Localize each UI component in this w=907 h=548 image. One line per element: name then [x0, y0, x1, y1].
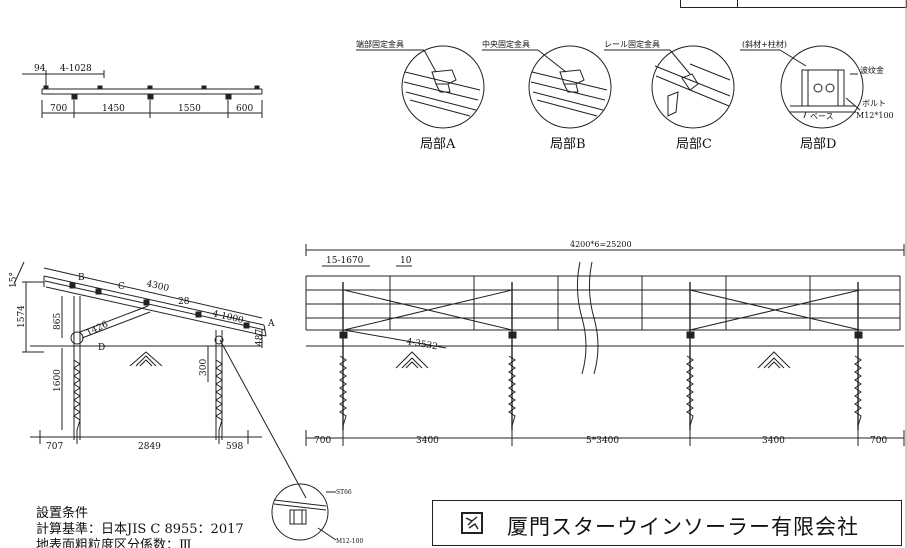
side-dim-4-1000: 4-1000 [211, 309, 244, 326]
front-overall-dim: 4200*6=25200 [570, 240, 632, 249]
detail-b-circle [528, 45, 612, 129]
front-brace-dim: 4-3532 [405, 337, 438, 352]
front-dim-bottom-1: 3400 [416, 436, 439, 446]
detail-d-extra-1: ボルト [862, 99, 886, 108]
detail-d-circle [780, 45, 864, 129]
detail-b-caption: 局部B [550, 137, 586, 152]
side-dim-1600: 1600 [53, 369, 63, 392]
side-elevation [13, 261, 267, 444]
detail-d-caption: 局部D [800, 137, 836, 152]
front-dim-top-1: 10 [400, 256, 412, 266]
plan-dim-bottom-0: 700 [50, 104, 67, 114]
company-title-block: 厦門スターウインソーラー有限会社 [432, 500, 902, 546]
detail-a-label: 端部固定金具 [356, 39, 404, 49]
side-dim-300: 300 [199, 359, 209, 376]
screw-label-m12: M12-100 [336, 538, 363, 545]
side-dim-1426: 1426 [85, 320, 110, 339]
detail-c-label: レール固定金具 [604, 39, 660, 49]
plan-dim-top-0: 94 [34, 64, 46, 74]
front-elevation [305, 244, 905, 446]
plan-dim-bottom-3: 600 [236, 104, 253, 114]
company-name: 厦門スターウインソーラー有限会社 [507, 515, 859, 539]
conditions-line-2: 地表面粗粒度区分係数：Ⅲ [36, 538, 192, 548]
front-dim-bottom-0: 700 [314, 436, 331, 446]
front-dim-bottom-3: 3400 [762, 436, 785, 446]
detail-d-extra-0: 波纹金 [860, 65, 884, 75]
side-dim-bottom-0: 707 [46, 442, 63, 452]
detail-c-caption: 局部C [676, 137, 712, 152]
side-label-d: D [98, 343, 105, 353]
side-dim-1574: 1574 [17, 305, 27, 328]
top-plan-view [22, 70, 263, 118]
detail-d-extra-3: M12*100 [856, 111, 894, 120]
plan-dim-bottom-1: 1450 [102, 104, 125, 114]
side-angle: 15° [9, 272, 19, 288]
side-label-b: B [78, 273, 85, 283]
star-logo-icon [461, 512, 483, 534]
detail-a-circle [401, 45, 485, 129]
side-dim-865: 865 [53, 313, 63, 330]
side-label-a: A [267, 319, 275, 329]
front-dim-bottom-2: 5*3400 [586, 436, 619, 446]
detail-d-extra-2: ベース [810, 112, 834, 121]
plan-dim-top-1: 4-1028 [60, 64, 92, 74]
side-dim-bottom-2: 598 [226, 442, 243, 452]
detail-a-caption: 局部A [420, 137, 456, 152]
front-dim-top-0: 15-1670 [326, 256, 364, 266]
side-label-c: C [118, 282, 125, 292]
screw-label-st66: ST66 [336, 489, 352, 496]
side-dim-bottom-1: 2849 [138, 442, 161, 452]
detail-d-label: (斜材+柱材) [742, 39, 787, 49]
screw-detail-circle [271, 483, 337, 541]
detail-b-label: 中央固定金具 [482, 39, 530, 49]
detail-c-circle [651, 45, 735, 129]
conditions-title: 設置条件 [36, 506, 89, 521]
front-dim-bottom-4: 700 [870, 436, 887, 446]
conditions-line-1: 計算基準：日本JIS C 8955：2017 [36, 522, 244, 537]
side-dim-487: 487 [255, 329, 265, 346]
side-dim-28: 28 [178, 297, 190, 307]
installation-conditions: 設置条件 計算基準：日本JIS C 8955：2017 地表面粗粒度区分係数：Ⅲ [36, 506, 244, 548]
plan-dim-bottom-2: 1550 [178, 104, 201, 114]
